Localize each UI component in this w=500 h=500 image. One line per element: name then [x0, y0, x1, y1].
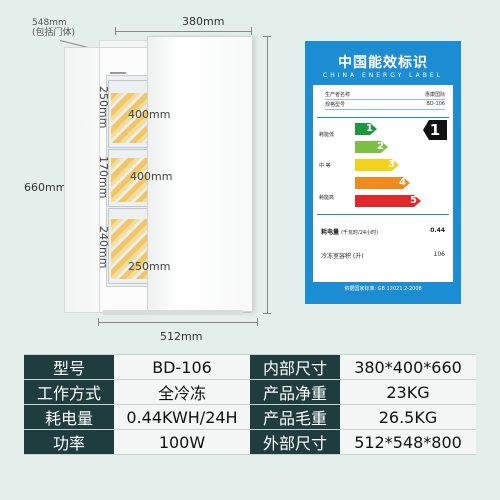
spec-table-body: 型号 BD-106 内部尺寸 380*400*660 工作方式 全冷冻 产品净重… — [24, 354, 476, 455]
drawer3-depth-label: 250mm — [128, 260, 171, 273]
bottom-tick-left — [98, 318, 99, 326]
depth-note: (包括门体) — [32, 28, 76, 38]
grade-bar-2: 2 — [355, 141, 388, 153]
height-total-line — [267, 36, 268, 314]
height-body-label: 660mm — [24, 181, 67, 194]
width-line — [115, 31, 252, 32]
drawer-bottom — [108, 208, 150, 284]
table-row: 型号 BD-106 内部尺寸 380*400*660 — [24, 354, 476, 380]
drawer3-height-label: 240mm — [97, 226, 110, 269]
energy-label-card: 中国能效标识 CHINA ENERGY LABEL 生产者名称 惠康国际 规格型… — [313, 49, 453, 296]
high-consumption-text: 耗能高 — [319, 195, 335, 201]
volume-value: 106 — [433, 251, 445, 258]
spec-value: 380*400*660 — [340, 354, 476, 380]
spec-key: 工作方式 — [24, 380, 114, 405]
spec-value: 512*548*800 — [340, 430, 476, 455]
spec-value: 23KG — [340, 380, 476, 405]
spec-value: 全冷冻 — [114, 380, 250, 405]
spec-value: 26.5KG — [340, 405, 476, 430]
model-label: 规格型号 — [325, 102, 346, 108]
spec-value: 100W — [114, 430, 250, 455]
consumption-label: 耗电量 — [321, 229, 340, 236]
consumption-value: 0.44 — [430, 227, 445, 234]
width-label: 380mm — [182, 15, 225, 28]
grade-bar-3: 3 — [355, 159, 399, 171]
drawer1-height-label: 250mm — [97, 86, 110, 129]
maker-label: 生产者名称 — [325, 92, 351, 98]
grade-badge: 1 — [423, 120, 447, 140]
spec-value: 0.44KWH/24H — [114, 405, 250, 430]
spec-key: 型号 — [24, 354, 114, 380]
volume-label: 冷冻室容积 (升) — [321, 253, 364, 260]
spec-key: 外部尺寸 — [250, 430, 340, 455]
maker-row: 生产者名称 惠康国际 — [325, 91, 445, 100]
bottom-width-line — [98, 322, 258, 323]
brand-logo — [110, 72, 126, 74]
bottom-tick-right — [257, 318, 258, 326]
table-row: 功率 100W 外部尺寸 512*548*800 — [24, 430, 476, 455]
energy-label-title: 中国能效标识 — [338, 55, 428, 71]
grade-bar-1: 1 — [355, 123, 377, 135]
energy-scale: 耗能低 中 等 耗能高 1 2 3 4 5 1 — [317, 117, 449, 215]
depth-label: 548mm — [32, 18, 67, 28]
bottom-width-label: 512mm — [160, 330, 203, 343]
volume-row: 冷冻室容积 (升) 106 — [321, 251, 445, 260]
drawer2-depth-label: 400mm — [130, 170, 173, 183]
spec-key: 内部尺寸 — [250, 354, 340, 380]
spec-value: BD-106 — [114, 354, 250, 380]
energy-label-footer: 依据国家标准: GB 12021.2-2008 — [313, 282, 453, 296]
energy-label-header: 中国能效标识 CHINA ENERGY LABEL — [313, 49, 453, 85]
spec-key: 耗电量 — [24, 405, 114, 430]
consumption-unit: (千瓦时/24小时) — [341, 230, 379, 236]
low-consumption-text: 耗能低 — [319, 132, 335, 138]
energy-label-subtitle: CHINA ENERGY LABEL — [323, 72, 443, 79]
width-tick-left — [115, 27, 116, 35]
drawer1-depth-label: 400mm — [128, 108, 171, 121]
spec-table: 型号 BD-106 内部尺寸 380*400*660 工作方式 全冷冻 产品净重… — [24, 354, 476, 455]
drawer-middle-food — [111, 158, 147, 202]
table-row: 耗电量 0.44KWH/24H 产品毛重 26.5KG — [24, 405, 476, 430]
spec-key: 功率 — [24, 430, 114, 455]
spec-key: 产品毛重 — [250, 405, 340, 430]
width-tick-right — [251, 27, 252, 35]
model-value: BD-106 — [426, 101, 445, 107]
drawer-bottom-food — [111, 219, 147, 279]
drawer2-height-label: 170mm — [97, 156, 110, 199]
spec-key: 产品净重 — [250, 380, 340, 405]
consumption-row: 耗电量 (千瓦时/24小时) 0.44 — [321, 227, 445, 236]
drawer-top-food — [111, 93, 147, 143]
grade-bar-5: 5 — [355, 195, 421, 207]
fridge-foot — [103, 310, 243, 315]
height-tick-top — [263, 36, 271, 37]
height-tick-bottom — [263, 313, 271, 314]
model-row: 规格型号 BD-106 — [325, 101, 445, 110]
energy-label: 中国能效标识 CHINA ENERGY LABEL 生产者名称 惠康国际 规格型… — [305, 41, 461, 304]
maker-value: 惠康国际 — [424, 92, 445, 98]
fridge-door — [147, 36, 253, 312]
grade-bar-4: 4 — [355, 177, 410, 189]
medium-consumption-text: 中 等 — [319, 163, 331, 169]
table-row: 工作方式 全冷冻 产品净重 23KG — [24, 380, 476, 405]
